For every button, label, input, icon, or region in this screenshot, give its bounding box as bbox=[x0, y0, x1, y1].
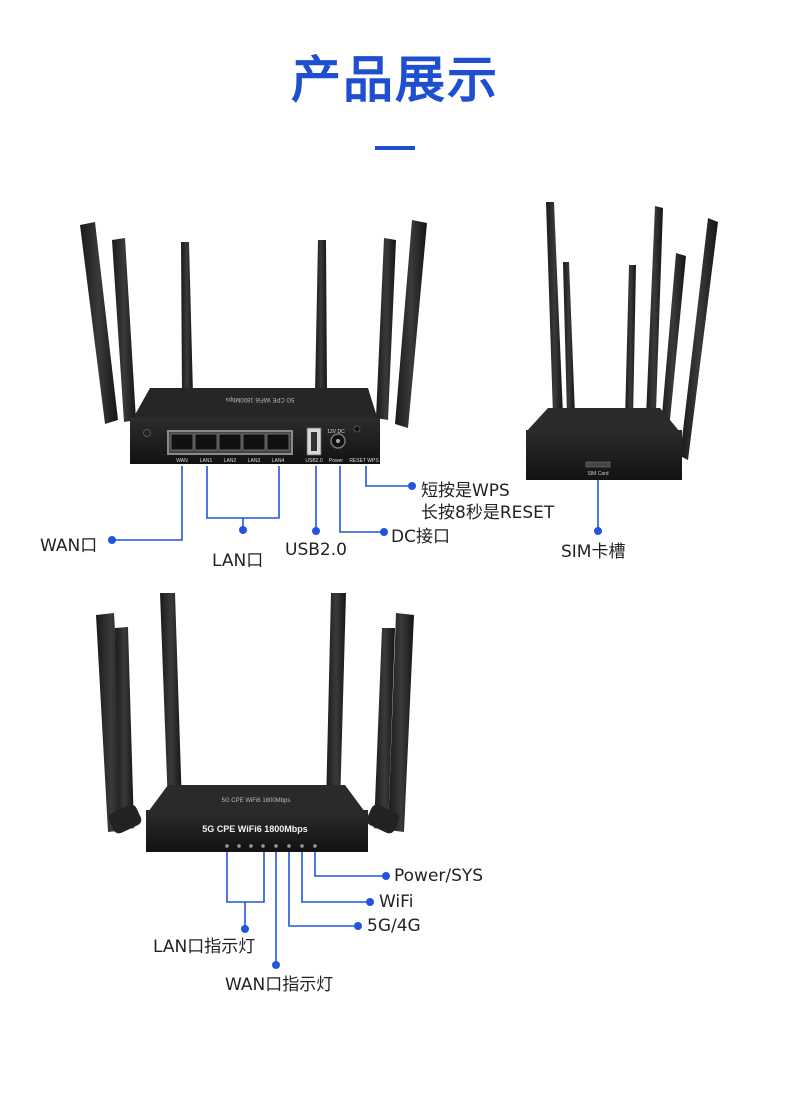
side-antenna-3 bbox=[625, 265, 636, 420]
callout-wps-long: 长按8秒是RESET bbox=[421, 503, 555, 523]
power-line bbox=[314, 852, 386, 877]
callout-dots bbox=[108, 482, 602, 969]
callout-power-sys: Power/SYS bbox=[394, 866, 484, 886]
wps-line bbox=[365, 466, 412, 487]
side-antenna-2 bbox=[563, 262, 575, 415]
wan-line bbox=[112, 466, 183, 541]
front-antenna-3 bbox=[160, 593, 182, 806]
callout-wan: WAN口 bbox=[40, 536, 98, 556]
net-line bbox=[288, 852, 358, 927]
router-side-view: SIM Card bbox=[526, 202, 718, 480]
dc-voltage-label: 12V DC bbox=[327, 429, 345, 435]
top-print: 5G CPE WiFi6 1800Mbps bbox=[226, 396, 295, 402]
port-label-lan1: LAN1 bbox=[200, 458, 213, 464]
lan-line bbox=[206, 466, 280, 519]
front-antenna-1 bbox=[96, 613, 126, 832]
antenna-6 bbox=[395, 220, 427, 428]
callout-wps-short: 短按是WPS bbox=[421, 481, 510, 501]
port-label-lan2: LAN2 bbox=[224, 458, 237, 464]
front-antenna-6 bbox=[388, 613, 414, 832]
sim-slot bbox=[585, 461, 611, 468]
port-label-wan: WAN bbox=[176, 458, 188, 464]
front-antenna-4 bbox=[326, 593, 346, 806]
port-label-power: Power bbox=[329, 458, 344, 464]
callout-lan: LAN口 bbox=[212, 551, 264, 571]
page-title: 产品展示 bbox=[291, 51, 499, 109]
antenna-3 bbox=[181, 242, 193, 395]
router-side-panel bbox=[526, 430, 682, 480]
side-antenna-4 bbox=[645, 206, 663, 440]
port-label-usb: USB2.0 bbox=[305, 458, 322, 464]
antenna-2 bbox=[112, 238, 136, 422]
callout-lines bbox=[112, 466, 599, 965]
callout-wan-led: WAN口指示灯 bbox=[225, 975, 334, 995]
antenna-5 bbox=[376, 238, 396, 420]
sim-slot-label: SIM Card bbox=[587, 471, 608, 477]
port-label-reset-wps: RESET WPS bbox=[349, 458, 379, 464]
front-antenna-2 bbox=[115, 627, 134, 830]
side-antenna-6 bbox=[680, 218, 718, 460]
front-top-print: 5G CPE WiFi6 1800Mbps bbox=[222, 798, 291, 804]
callout-lan-led: LAN口指示灯 bbox=[153, 937, 256, 957]
callout-usb: USB2.0 bbox=[285, 540, 347, 560]
router-front-panel bbox=[146, 810, 368, 852]
router-back-view: 5G CPE WiFi6 1800Mbps WAN LAN1 LAN2 LAN3… bbox=[80, 220, 427, 464]
wifi-line bbox=[301, 852, 370, 903]
router-top-surface bbox=[132, 388, 378, 420]
port-label-lan3: LAN3 bbox=[248, 458, 261, 464]
side-antenna-1 bbox=[546, 202, 563, 415]
port-label-lan4: LAN4 bbox=[272, 458, 285, 464]
reset-button bbox=[353, 425, 361, 433]
front-antenna-5 bbox=[374, 628, 395, 830]
side-antenna-5 bbox=[660, 253, 686, 440]
lan-led-line bbox=[226, 852, 265, 903]
callout-5g-4g: 5G/4G bbox=[367, 916, 421, 936]
antenna-1 bbox=[80, 222, 118, 424]
callout-sim: SIM卡槽 bbox=[561, 542, 626, 562]
callout-wifi: WiFi bbox=[379, 892, 414, 912]
title-underline bbox=[375, 146, 415, 150]
dc-line bbox=[339, 466, 384, 533]
front-face-label: 5G CPE WiFi6 1800Mbps bbox=[202, 824, 307, 834]
callout-dc: DC接口 bbox=[391, 527, 450, 547]
router-front-view: 5G CPE WiFi6 1800Mbps 5G CPE WiFi6 1800M… bbox=[96, 593, 414, 852]
antenna-4 bbox=[315, 240, 327, 395]
